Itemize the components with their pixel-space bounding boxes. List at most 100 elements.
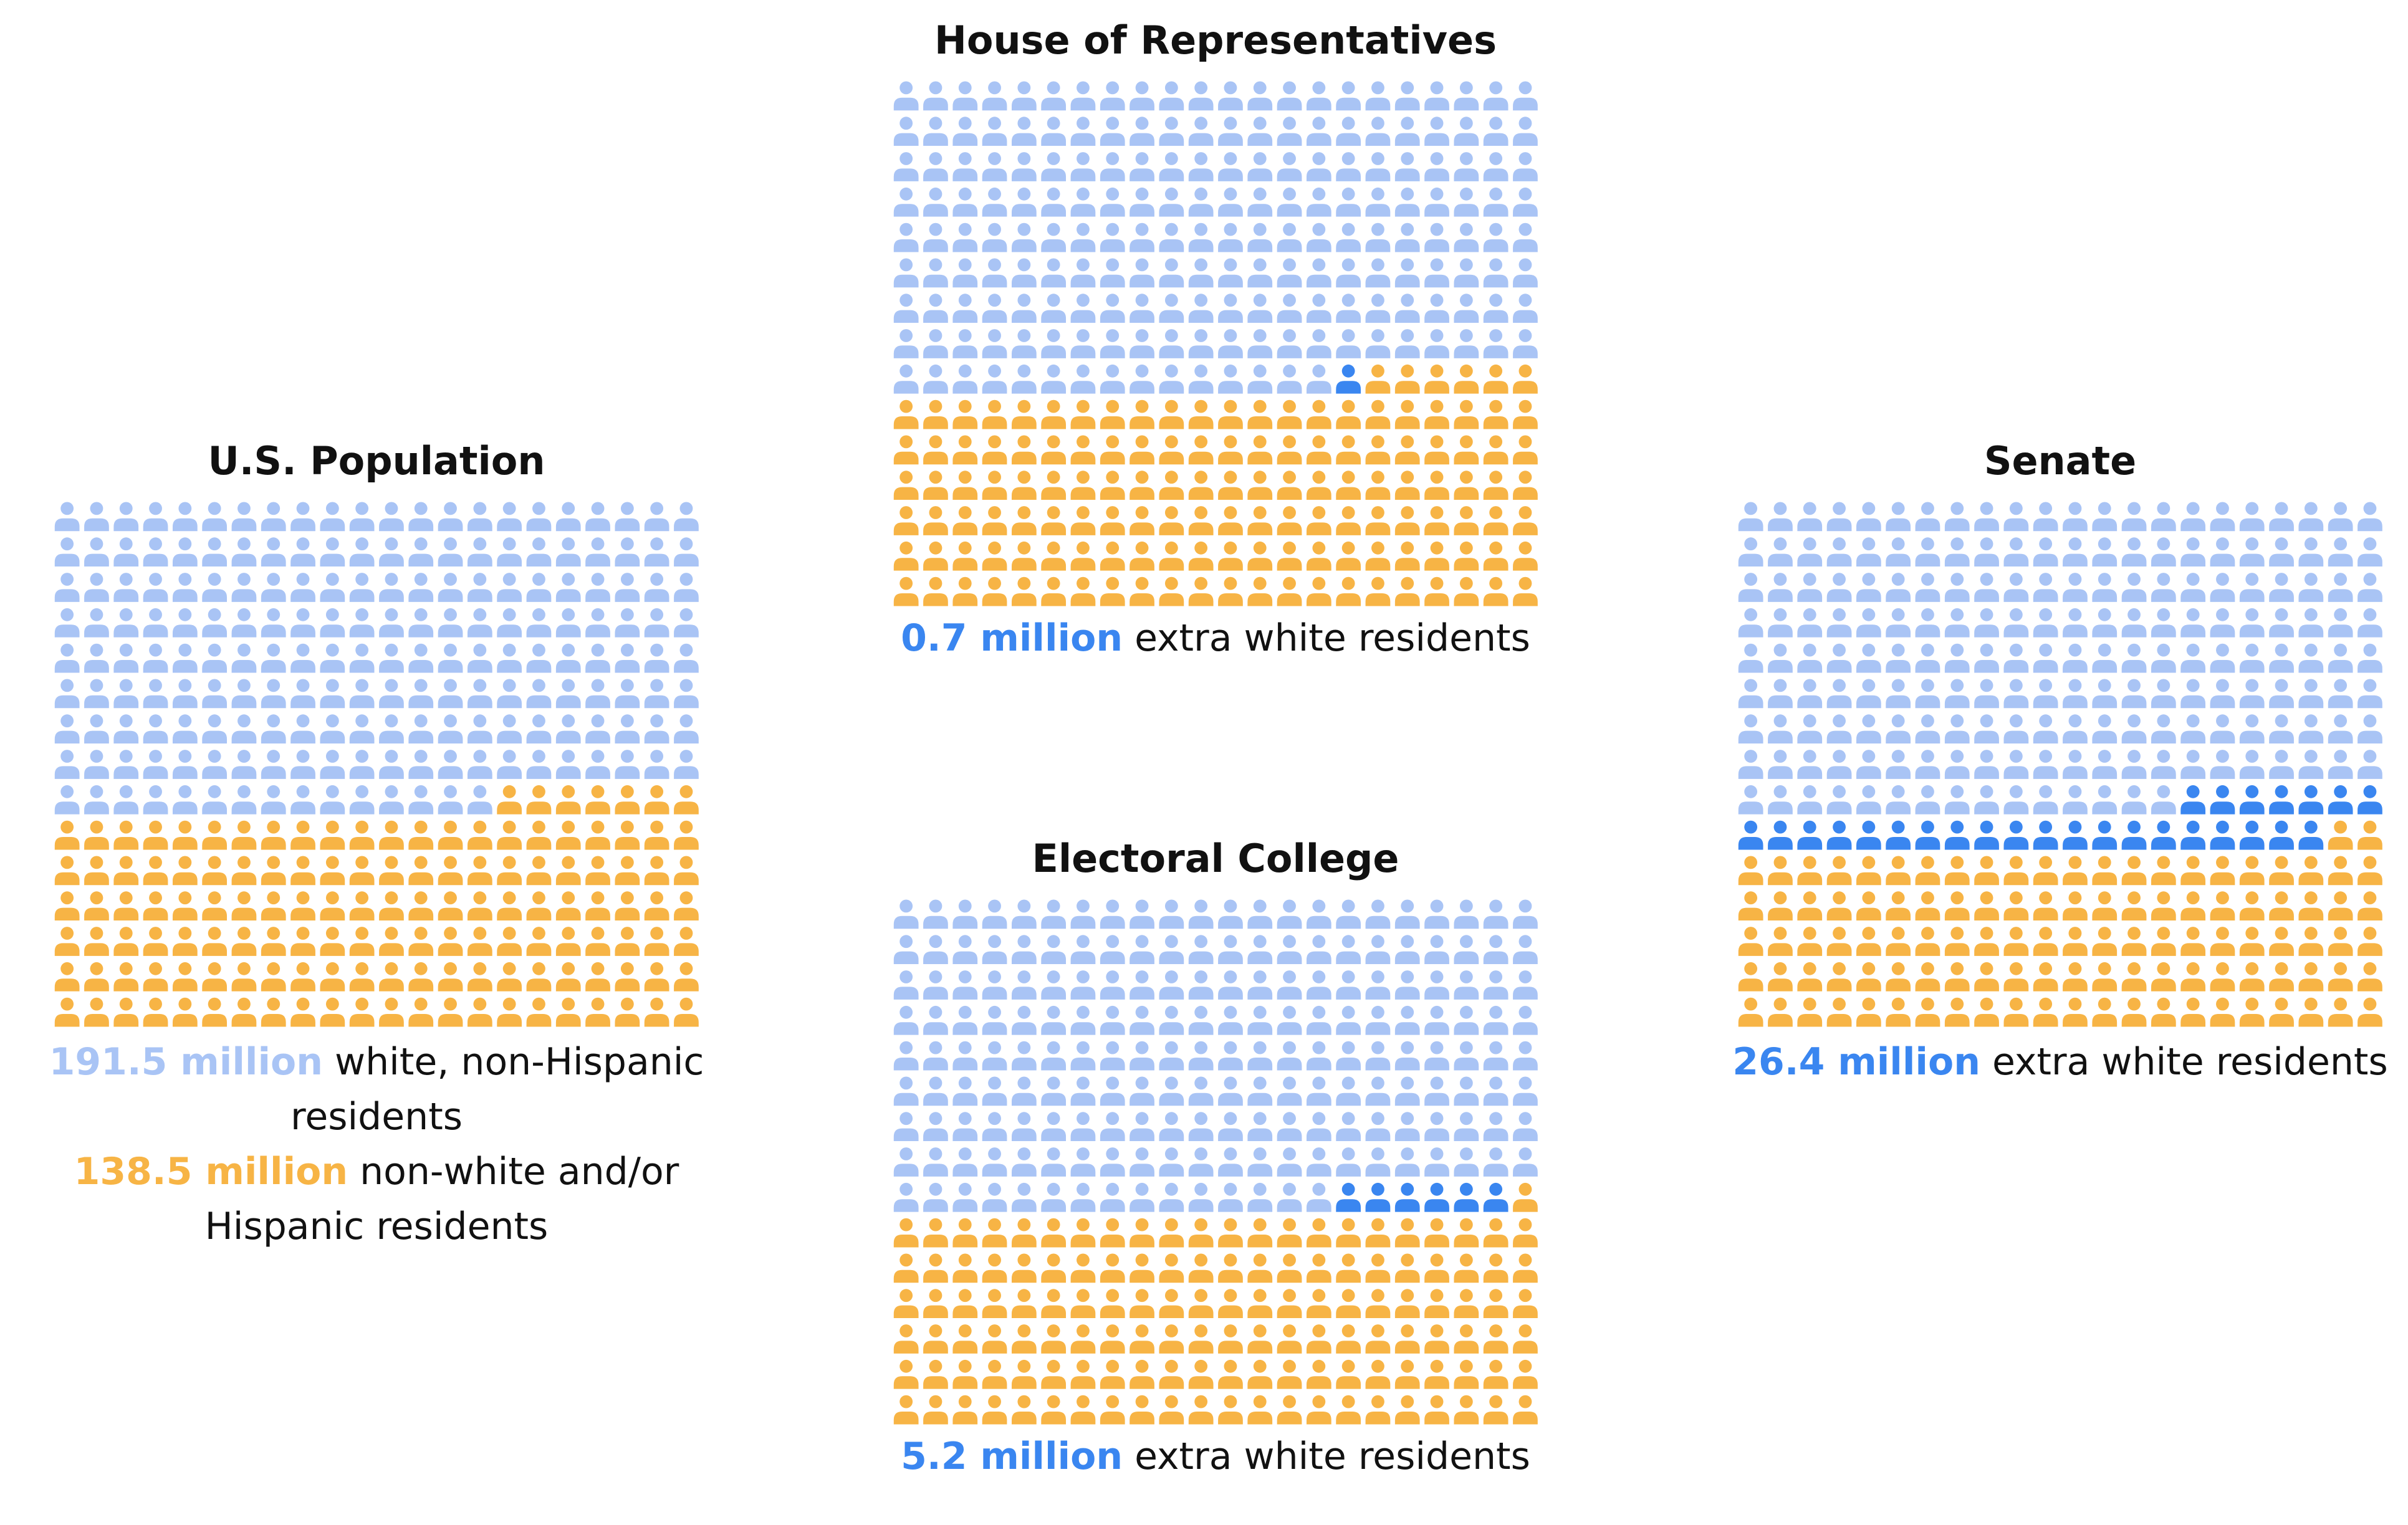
person-body <box>585 943 610 956</box>
person-head <box>1135 1112 1149 1126</box>
person-body <box>84 801 109 815</box>
person-head <box>620 856 634 869</box>
person-head <box>2009 891 2023 905</box>
person-body <box>1856 589 1881 602</box>
person-icon <box>1424 1147 1449 1177</box>
person-icon <box>923 1359 948 1389</box>
person-icon <box>54 785 80 815</box>
person-icon <box>1159 117 1184 146</box>
person-body <box>2328 978 2353 992</box>
person-head <box>385 643 398 657</box>
person-head <box>473 679 487 692</box>
person-head <box>355 962 369 975</box>
person-body <box>1915 695 1940 709</box>
person-body <box>1483 593 1509 606</box>
person-head <box>2098 785 2111 798</box>
person-body <box>1336 381 1361 394</box>
person-icon <box>1041 1324 1067 1354</box>
person-body <box>1041 345 1067 358</box>
person-head <box>562 643 575 657</box>
person-icon <box>408 962 434 992</box>
person-body <box>1738 907 1763 921</box>
person-head <box>1283 435 1296 449</box>
person-head <box>1194 1112 1208 1126</box>
person-body <box>1483 522 1509 535</box>
person-body <box>349 907 375 921</box>
person-icon <box>1070 1005 1096 1035</box>
person-body <box>982 951 1007 965</box>
person-body <box>1277 593 1302 606</box>
person-head <box>1950 714 1964 728</box>
person-head <box>1518 1005 1532 1019</box>
person-head <box>1341 1041 1355 1054</box>
person-head <box>1862 856 1876 869</box>
person-head <box>650 750 664 763</box>
person-body <box>893 951 919 965</box>
person-icon <box>2092 820 2118 850</box>
person-body <box>644 695 669 709</box>
person-icon <box>1130 899 1154 929</box>
person-icon <box>1336 187 1361 217</box>
waffle-senate <box>1738 502 2382 1027</box>
person-icon <box>1944 679 1970 709</box>
person-body <box>2210 730 2235 744</box>
person-icon <box>1365 1359 1391 1389</box>
person-body <box>893 345 919 358</box>
person-icon <box>54 820 80 850</box>
person-icon <box>1424 970 1449 1000</box>
person-head <box>178 820 192 834</box>
person-icon <box>2003 608 2029 638</box>
person-body <box>555 837 581 850</box>
person-head <box>2216 608 2229 621</box>
person-head <box>1047 187 1060 201</box>
person-head <box>988 1324 1001 1337</box>
person-icon <box>379 714 404 744</box>
person-icon <box>1886 643 1911 673</box>
person-body <box>1130 1164 1154 1177</box>
person-body <box>497 872 522 886</box>
person-icon <box>1336 1324 1361 1354</box>
person-body <box>2151 730 2176 744</box>
person-icon <box>2239 820 2265 850</box>
person-head <box>2334 856 2348 869</box>
person-body <box>438 518 463 532</box>
person-head <box>1164 258 1178 272</box>
person-head <box>267 820 281 834</box>
person-head <box>1518 364 1532 378</box>
person-icon <box>349 997 375 1027</box>
person-body <box>1856 801 1881 815</box>
person-head <box>1980 573 1993 586</box>
person-icon <box>1365 152 1391 181</box>
person-body <box>1454 1376 1479 1389</box>
person-icon <box>1041 152 1067 181</box>
person-body <box>1394 522 1420 535</box>
person-body <box>555 766 581 779</box>
person-head <box>1518 1324 1532 1337</box>
person-body <box>952 310 978 323</box>
person-head <box>1773 608 1787 621</box>
person-icon <box>84 608 109 638</box>
person-icon <box>1483 471 1509 500</box>
person-head <box>355 785 369 798</box>
person-icon <box>379 820 404 850</box>
person-head <box>988 1182 1001 1196</box>
person-body <box>113 872 139 886</box>
person-body <box>1944 907 1970 921</box>
person-head <box>237 891 251 905</box>
person-head <box>1164 329 1178 342</box>
person-icon <box>467 608 492 638</box>
person-icon <box>2328 856 2353 886</box>
person-icon <box>952 1112 978 1142</box>
person-head <box>1401 1112 1414 1126</box>
person-icon <box>1188 1253 1214 1283</box>
person-body <box>615 589 640 602</box>
person-head <box>1891 608 1905 621</box>
person-body <box>923 1235 948 1248</box>
person-icon <box>2121 997 2147 1027</box>
person-icon <box>1974 714 1999 744</box>
person-icon <box>1041 1182 1067 1212</box>
person-head <box>1312 399 1326 413</box>
person-icon <box>2151 502 2176 532</box>
person-head <box>1077 1182 1090 1196</box>
person-head <box>929 152 943 165</box>
